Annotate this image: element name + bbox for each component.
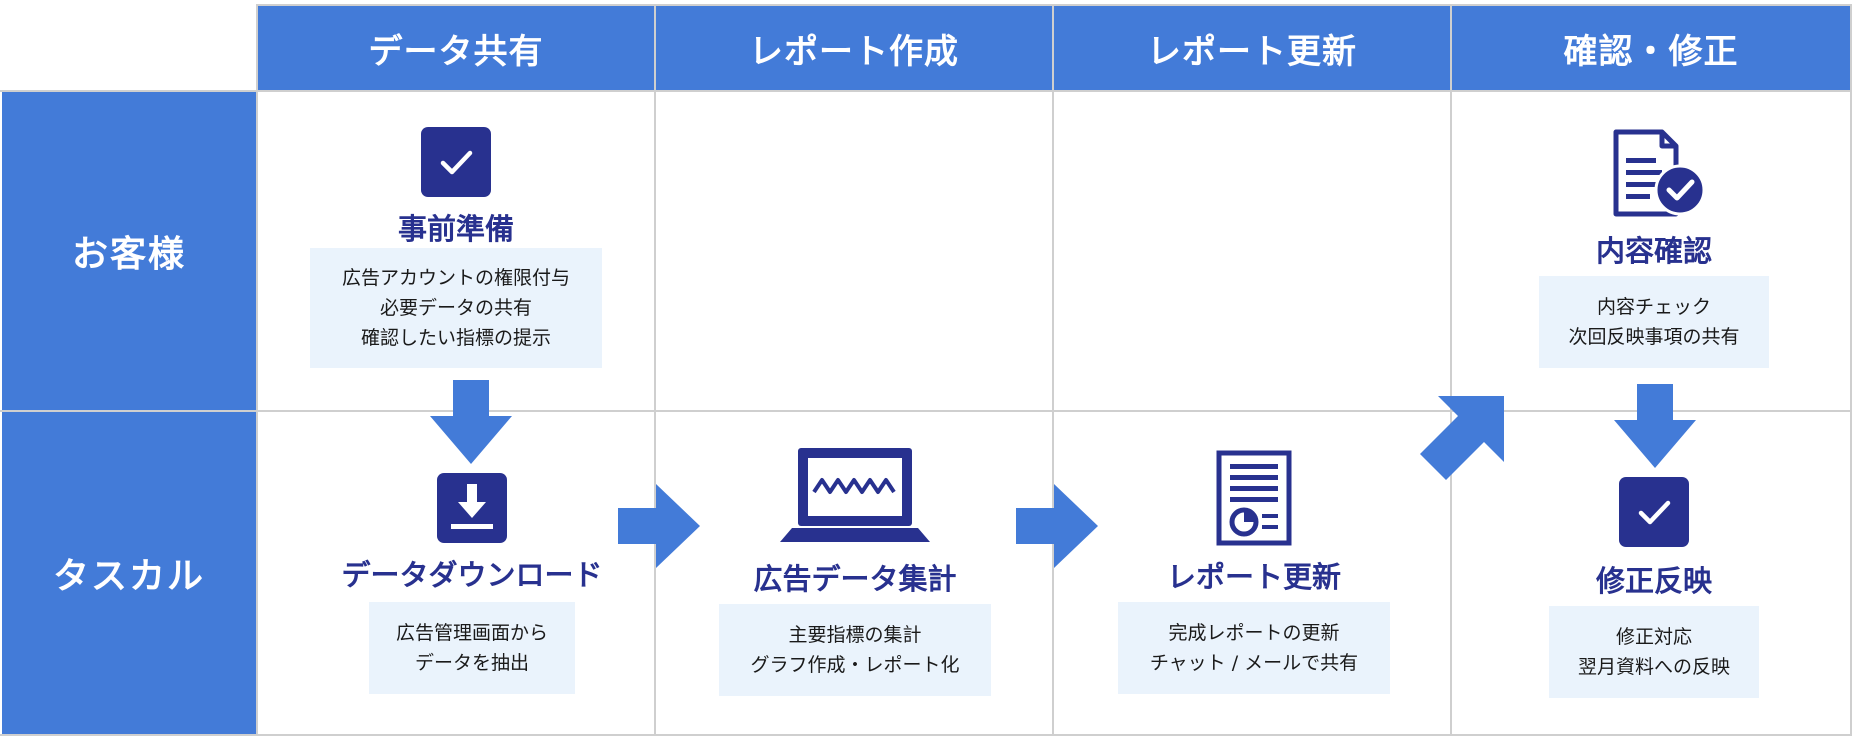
step-desc-content-check: 内容チェック 次回反映事項の共有 [1539, 276, 1769, 368]
grid-line [0, 90, 1852, 92]
desc-line: 広告アカウントの権限付与 [341, 267, 570, 289]
desc-line: グラフ作成・レポート化 [750, 654, 960, 676]
desc-line: データを抽出 [414, 652, 529, 674]
desc-line: チャット / メールで共有 [1149, 652, 1359, 674]
step-title-report-update: レポート更新 [1166, 560, 1342, 594]
step-desc-ad-data-aggregation: 主要指標の集計 グラフ作成・レポート化 [719, 604, 991, 696]
grid-line [256, 4, 258, 736]
grid-line [0, 410, 1852, 412]
row-header-taskal: タスカル [2, 412, 256, 734]
laptop-chart-icon [780, 446, 930, 542]
step-title-ad-data-aggregation: 広告データ集計 [753, 562, 957, 596]
row-header-customer: お客様 [2, 92, 256, 410]
grid-line [256, 4, 1852, 6]
grid-line [0, 734, 1852, 736]
grid-line [654, 4, 656, 736]
arrow-right-icon [1016, 484, 1098, 568]
column-header-data-share: データ共有 [258, 6, 654, 90]
desc-line: 翌月資料への反映 [1577, 656, 1730, 678]
desc-line: 主要指標の集計 [788, 624, 922, 646]
checkbox-icon [1618, 476, 1690, 548]
arrow-right-icon [618, 484, 700, 568]
desc-line: 修正対応 [1615, 626, 1692, 648]
desc-line: 次回反映事項の共有 [1568, 326, 1740, 348]
report-document-icon [1216, 450, 1292, 546]
step-desc-fix-apply: 修正対応 翌月資料への反映 [1549, 606, 1759, 698]
arrow-down-icon [1614, 384, 1696, 468]
column-header-report-create: レポート作成 [656, 6, 1052, 90]
arrow-up-right-icon [1414, 386, 1514, 486]
grid-line [1850, 4, 1852, 736]
step-title-data-download: データダウンロード [341, 558, 603, 592]
step-desc-report-update: 完成レポートの更新 チャット / メールで共有 [1118, 602, 1390, 694]
desc-line: 内容チェック [1596, 296, 1711, 318]
step-title-content-check: 内容確認 [1595, 234, 1713, 268]
column-header-report-update: レポート更新 [1054, 6, 1450, 90]
desc-line: 確認したい指標の提示 [360, 327, 551, 349]
column-header-confirm-fix: 確認・修正 [1452, 6, 1850, 90]
arrow-down-icon [430, 380, 512, 464]
step-desc-data-download: 広告管理画面から データを抽出 [369, 602, 575, 694]
step-desc-preparation: 広告アカウントの権限付与 必要データの共有 確認したい指標の提示 [310, 248, 602, 368]
desc-line: 広告管理画面から [395, 622, 548, 644]
grid-line [1052, 4, 1054, 736]
desc-line: 必要データの共有 [379, 297, 532, 319]
grid-line [1450, 4, 1452, 736]
download-icon [436, 472, 508, 544]
desc-line: 完成レポートの更新 [1168, 622, 1340, 644]
step-title-preparation: 事前準備 [397, 212, 515, 246]
document-check-icon [1612, 128, 1706, 218]
checkbox-icon [420, 126, 492, 198]
step-title-fix-apply: 修正反映 [1595, 564, 1713, 598]
